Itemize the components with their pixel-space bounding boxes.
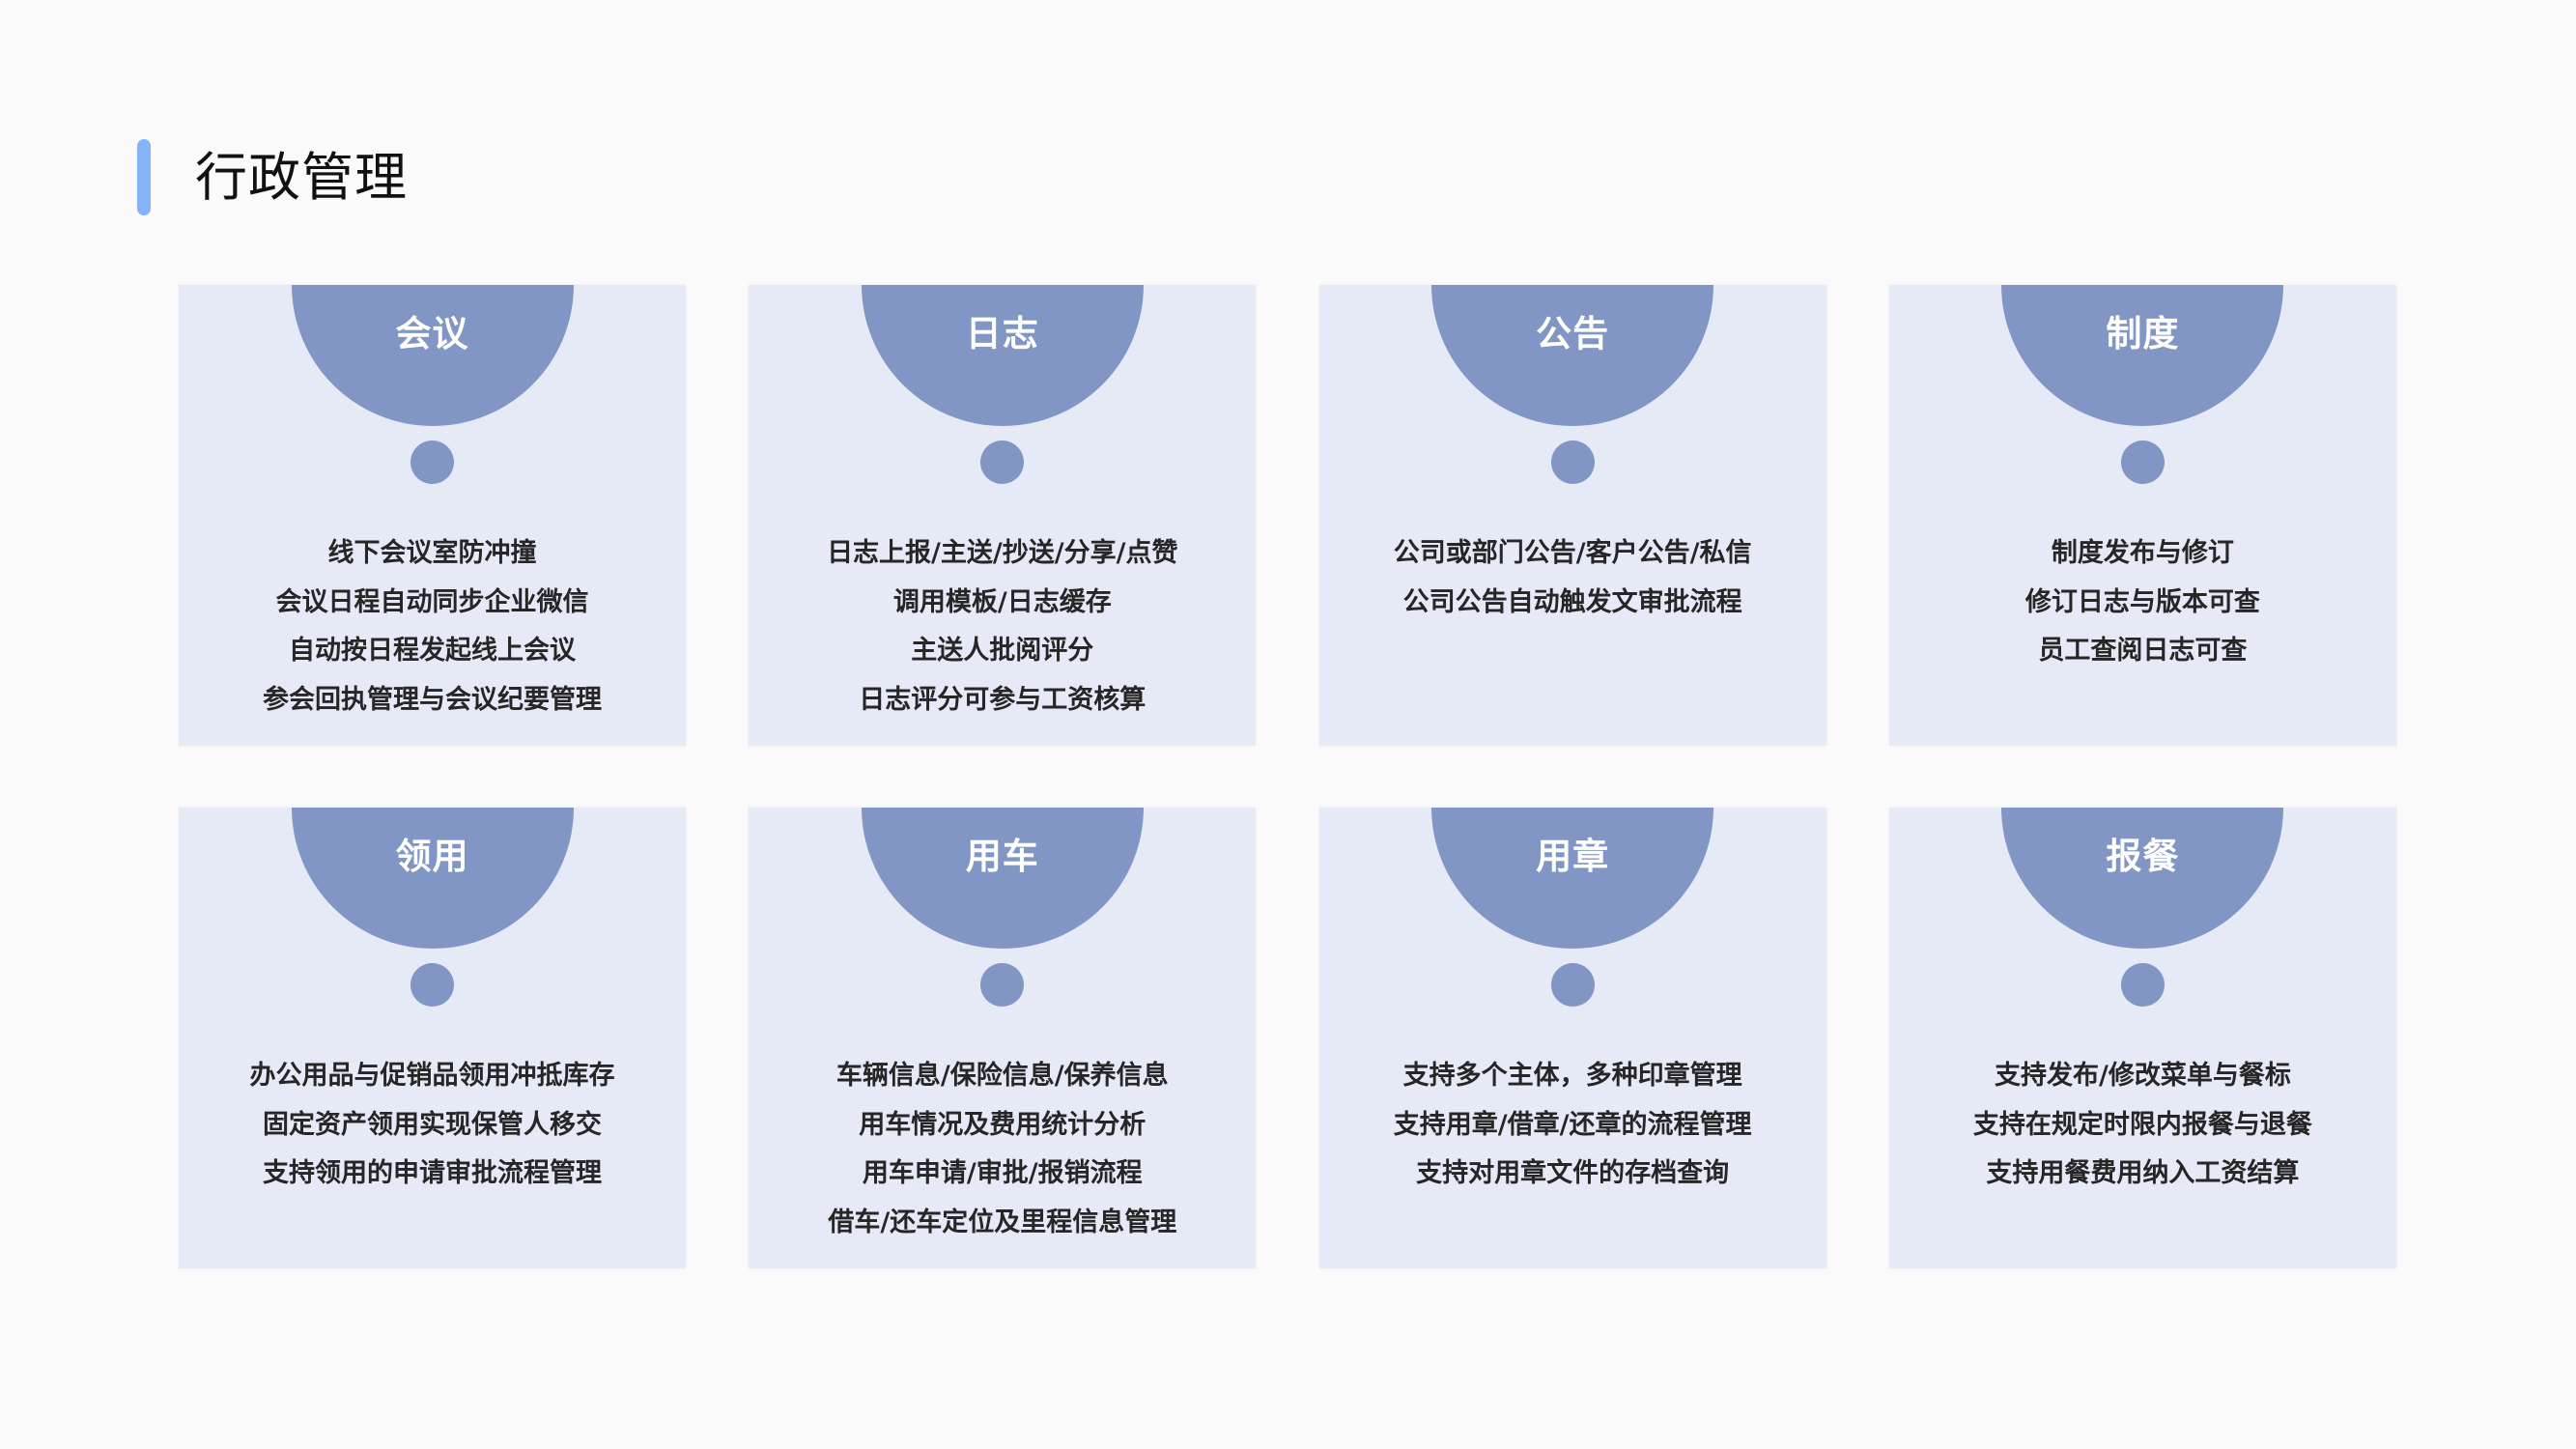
card-title-cap: 公告 xyxy=(1431,285,1714,426)
card-feature-list: 支持发布/修改菜单与餐标 支持在规定时限内报餐与退餐 支持用餐费用纳入工资结算 xyxy=(1953,1052,2332,1199)
feature-line: 公司或部门公告/客户公告/私信 xyxy=(1393,538,1752,568)
feature-line: 制度发布与修订 xyxy=(2051,538,2234,568)
card-feature-list: 日志上报/主送/抄送/分享/点赞 调用模板/日志缓存 主送人批阅评分 日志评分可… xyxy=(813,529,1192,724)
feature-line: 借车/还车定位及里程信息管理 xyxy=(828,1207,1177,1237)
feature-line: 用车申请/审批/报销流程 xyxy=(862,1158,1143,1188)
card-title: 领用 xyxy=(395,836,469,877)
card-title: 用车 xyxy=(965,836,1039,877)
feature-line: 调用模板/日志缓存 xyxy=(892,586,1112,617)
feature-card-vehicle: 用车 车辆信息/保险信息/保养信息 用车情况及费用统计分析 用车申请/审批/报销… xyxy=(749,808,1257,1268)
feature-line: 支持用餐费用纳入工资结算 xyxy=(1986,1158,2300,1188)
feature-line: 支持对用章文件的存档查询 xyxy=(1416,1158,1730,1188)
card-title-cap: 日志 xyxy=(861,285,1144,426)
card-title: 会议 xyxy=(395,313,469,355)
card-title-cap: 会议 xyxy=(291,285,574,426)
card-title: 日志 xyxy=(965,313,1039,355)
feature-line: 会议日程自动同步企业微信 xyxy=(275,586,589,617)
feature-line: 支持多个主体，多种印章管理 xyxy=(1402,1061,1742,1091)
card-title-cap: 报餐 xyxy=(2001,808,2284,949)
title-accent-bar xyxy=(137,139,151,215)
card-dot-icon xyxy=(1550,440,1595,484)
card-title: 用章 xyxy=(1536,836,1610,877)
page-title: 行政管理 xyxy=(195,146,408,208)
card-feature-list: 线下会议室防冲撞 会议日程自动同步企业微信 自动按日程发起线上会议 参会回执管理… xyxy=(243,529,622,724)
feature-card-announcement: 公告 公司或部门公告/客户公告/私信 公司公告自动触发文审批流程 xyxy=(1318,285,1826,746)
card-feature-list: 公司或部门公告/客户公告/私信 公司公告自动触发文审批流程 xyxy=(1383,529,1762,627)
feature-line: 车辆信息/保险信息/保养信息 xyxy=(835,1061,1169,1091)
feature-card-seal: 用章 支持多个主体，多种印章管理 支持用章/借章/还章的流程管理 支持对用章文件… xyxy=(1318,808,1826,1268)
card-dot-icon xyxy=(2120,440,2165,484)
feature-line: 支持发布/修改菜单与餐标 xyxy=(1994,1061,2291,1091)
card-title-cap: 用车 xyxy=(861,808,1144,949)
feature-card-requisition: 领用 办公用品与促销品领用冲抵库存 固定资产领用实现保管人移交 支持领用的申请审… xyxy=(179,808,686,1268)
card-dot-icon xyxy=(410,440,454,484)
feature-card-meal: 报餐 支持发布/修改菜单与餐标 支持在规定时限内报餐与退餐 支持用餐费用纳入工资… xyxy=(1888,808,2396,1268)
card-feature-list: 制度发布与修订 修订日志与版本可查 员工查阅日志可查 xyxy=(1953,529,2332,676)
card-title: 报餐 xyxy=(2106,836,2180,877)
feature-line: 办公用品与促销品领用冲抵库存 xyxy=(249,1061,615,1091)
card-dot-icon xyxy=(980,440,1025,484)
card-feature-list: 支持多个主体，多种印章管理 支持用章/借章/还章的流程管理 支持对用章文件的存档… xyxy=(1383,1052,1762,1199)
feature-line: 支持领用的申请审批流程管理 xyxy=(263,1158,602,1188)
card-dot-icon xyxy=(1550,963,1595,1007)
card-dot-icon xyxy=(410,963,454,1007)
card-title: 制度 xyxy=(2106,313,2180,355)
feature-line: 线下会议室防冲撞 xyxy=(327,538,537,568)
feature-line: 修订日志与版本可查 xyxy=(2024,586,2260,617)
feature-line: 用车情况及费用统计分析 xyxy=(859,1109,1146,1140)
feature-line: 日志评分可参与工资核算 xyxy=(859,684,1146,715)
feature-line: 支持用章/借章/还章的流程管理 xyxy=(1393,1109,1752,1140)
card-dot-icon xyxy=(2120,963,2165,1007)
card-feature-list: 车辆信息/保险信息/保养信息 用车情况及费用统计分析 用车申请/审批/报销流程 … xyxy=(813,1052,1192,1247)
feature-line: 日志上报/主送/抄送/分享/点赞 xyxy=(827,538,1178,568)
card-feature-list: 办公用品与促销品领用冲抵库存 固定资产领用实现保管人移交 支持领用的申请审批流程… xyxy=(243,1052,622,1199)
feature-line: 参会回执管理与会议纪要管理 xyxy=(263,684,602,715)
feature-card-policy: 制度 制度发布与修订 修订日志与版本可查 员工查阅日志可查 xyxy=(1888,285,2396,746)
feature-card-log: 日志 日志上报/主送/抄送/分享/点赞 调用模板/日志缓存 主送人批阅评分 日志… xyxy=(749,285,1257,746)
card-title-cap: 领用 xyxy=(291,808,574,949)
feature-line: 员工查阅日志可查 xyxy=(2038,636,2248,666)
feature-line: 支持在规定时限内报餐与退餐 xyxy=(1972,1109,2312,1140)
feature-line: 公司公告自动触发文审批流程 xyxy=(1402,586,1742,617)
feature-line: 自动按日程发起线上会议 xyxy=(289,636,576,666)
card-title-cap: 用章 xyxy=(1431,808,1714,949)
feature-line: 固定资产领用实现保管人移交 xyxy=(263,1109,602,1140)
card-title-cap: 制度 xyxy=(2001,285,2284,426)
feature-line: 主送人批阅评分 xyxy=(911,636,1094,666)
feature-card-meeting: 会议 线下会议室防冲撞 会议日程自动同步企业微信 自动按日程发起线上会议 参会回… xyxy=(179,285,686,746)
page-header: 行政管理 xyxy=(137,139,408,215)
feature-grid: 会议 线下会议室防冲撞 会议日程自动同步企业微信 自动按日程发起线上会议 参会回… xyxy=(179,285,2396,1268)
card-dot-icon xyxy=(980,963,1025,1007)
card-title: 公告 xyxy=(1536,313,1610,355)
